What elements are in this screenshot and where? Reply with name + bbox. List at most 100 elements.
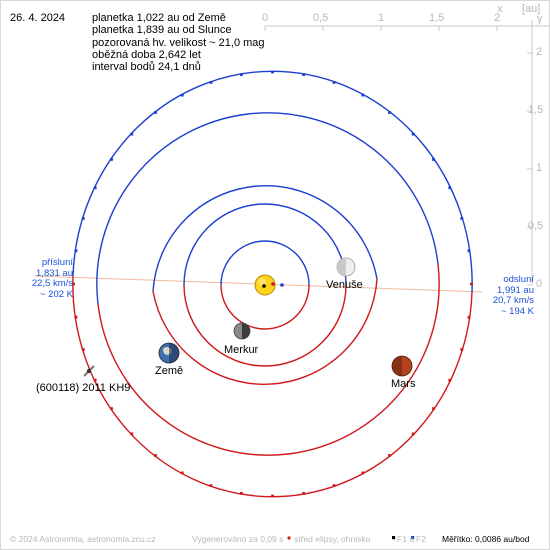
asteroid-orbit-point (332, 81, 336, 84)
asteroid-orbit-points (72, 70, 473, 498)
footer-legend-center: střed elipsy, ohnisko (294, 534, 371, 544)
asteroid-orbit-point (388, 454, 391, 457)
asteroid-orbit-point (74, 315, 78, 319)
asteroid-orbit-point (93, 378, 97, 382)
asteroid-orbit-point (271, 70, 274, 74)
y-tick-0-5: 0,5 (528, 220, 544, 232)
x-axis-unit: [au] (522, 3, 541, 15)
asteroid-orbit-point (388, 111, 391, 114)
focus-f1 (262, 284, 266, 288)
asteroid-orbit-point (361, 471, 365, 475)
asteroid-orbit-point (72, 282, 75, 286)
x-tick-1-5: 1,5 (429, 12, 445, 24)
asteroid-orbit-point (240, 73, 243, 76)
asteroid-orbit-point (411, 432, 415, 436)
asteroid-orbit-point (432, 407, 435, 410)
asteroid-marker (83, 365, 95, 377)
mercury-planet (233, 322, 251, 340)
legend-f2-dot (411, 536, 415, 540)
aphelion-temperature: ~ 194 K (500, 305, 534, 317)
earth-planet (158, 342, 180, 364)
legend-center-dot (287, 536, 291, 540)
asteroid-orbit-point (81, 217, 85, 220)
asteroid-orbit-point (467, 249, 471, 253)
asteroid-orbit-point (361, 93, 365, 97)
y-tick-1: 1 (536, 162, 543, 174)
footer-legend-f2: F2 (416, 534, 426, 544)
footer-copyright: © 2024 Astronomia, astronomia.zcu.cz (10, 534, 156, 544)
aphelion-velocity: 20,7 km/s (492, 295, 534, 306)
info-block: planetka 1,022 au od Země planetka 1,839… (92, 12, 265, 73)
asteroid-orbit-point (110, 407, 113, 410)
perihelion-label: přísluní 1,831 au 22,5 km/s ~ 202 K (18, 257, 73, 300)
asteroid-orbit-point (271, 494, 274, 498)
aphelion-label: odsluní 1,991 au 20,7 km/s ~ 194 K (484, 274, 534, 317)
asteroid-orbit-point (130, 432, 134, 436)
earth-orbit (152, 185, 378, 385)
asteroid-orbit-point (302, 73, 305, 76)
asteroid-orbit-point (180, 471, 184, 475)
mercury-orbit (220, 240, 310, 330)
venus-planet (336, 257, 356, 277)
asteroid-orbit-point (81, 348, 85, 351)
asteroid-orbit-point (332, 484, 336, 487)
y-tick-2: 2 (536, 46, 543, 58)
perihelion-title: přísluní (41, 257, 73, 268)
venus-orbit (183, 203, 347, 367)
asteroid-orbit-point (74, 249, 78, 253)
observed-magnitude: pozorovaná hv. velikost ~ 21,0 mag (92, 36, 265, 49)
x-tick-2: 2 (494, 12, 501, 24)
focus-f2 (280, 283, 284, 287)
asteroid-orbit-point (411, 132, 415, 136)
y-axis-label: y (537, 13, 543, 25)
distance-from-earth: planetka 1,022 au od Země (92, 12, 226, 24)
asteroid-orbit-point (448, 378, 452, 382)
asteroid-orbit-point (302, 492, 305, 495)
perihelion-velocity: 22,5 km/s (31, 278, 73, 289)
ellipse-center (271, 282, 275, 286)
aphelion-distance: 1,991 au (497, 284, 534, 296)
asteroid-orbit-point (432, 158, 435, 161)
x-tick-0: 0 (262, 12, 269, 24)
asteroid-orbit-point (460, 348, 464, 351)
mercury-label: Merkur (224, 344, 259, 356)
asteroid-label: (600118) 2011 KH9 (36, 382, 131, 394)
asteroid-orbit-point (180, 93, 184, 97)
asteroid-orbit-point (110, 158, 113, 161)
y-tick-1-5: 1,5 (528, 104, 544, 116)
aphelion-title: odsluní (503, 274, 534, 285)
y-axis (527, 20, 533, 286)
mars-orbit (96, 112, 440, 456)
orbital-period: oběžná doba 2,642 let (92, 48, 201, 61)
asteroid-orbit-point (209, 81, 213, 84)
x-axis-label: x (497, 3, 503, 15)
x-tick-1: 1 (378, 12, 385, 24)
asteroid-orbit-point (209, 484, 213, 487)
mars-label: Mars (391, 378, 416, 390)
legend-f1-dot (392, 536, 396, 540)
footer-scale: Měřítko: 0,0086 au/bod (442, 534, 530, 544)
perihelion-distance: 1,831 au (36, 267, 73, 279)
asteroid-orbit-point (467, 315, 471, 319)
date-label: 26. 4. 2024 (10, 12, 66, 24)
footer-generated: Vygenerováno za 0,09 s (192, 534, 284, 544)
asteroid-orbit-point (470, 282, 473, 286)
x-tick-0-5: 0,5 (313, 12, 329, 24)
x-axis (264, 25, 550, 31)
asteroid-orbit-point (448, 186, 452, 190)
venus-label: Venuše (326, 279, 363, 291)
asteroid-orbit-point (93, 186, 97, 190)
earth-label: Země (155, 365, 184, 377)
asteroid-orbit-point (154, 454, 157, 457)
mars-planet (391, 355, 413, 377)
asteroid-orbit-point (130, 132, 134, 136)
distance-from-sun: planetka 1,839 au od Slunce (92, 24, 232, 37)
footer-legend-f1: F1 a (397, 534, 415, 544)
asteroid-orbit-point (240, 492, 243, 495)
point-interval: interval bodů 24,1 dnů (92, 61, 201, 74)
perihelion-temperature: ~ 202 K (39, 288, 73, 300)
asteroid-orbit-point (154, 111, 157, 114)
asteroid-orbit-point (460, 217, 464, 220)
y-tick-0: 0 (536, 278, 543, 290)
